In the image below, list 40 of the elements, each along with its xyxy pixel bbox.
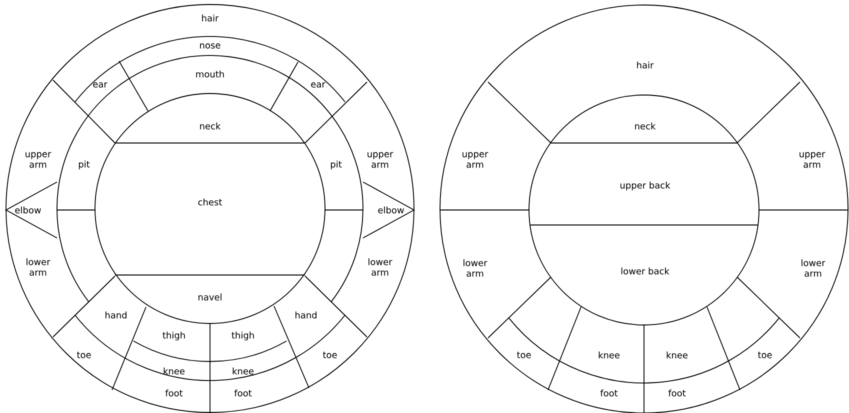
region-label: foot xyxy=(668,390,686,396)
region-label: foot xyxy=(234,390,252,396)
region-label: knee xyxy=(666,352,688,358)
region-label: lower arm xyxy=(26,258,50,276)
region-label: toe xyxy=(322,352,337,358)
region-label: neck xyxy=(200,122,221,130)
region-label: elbow xyxy=(378,206,404,214)
region-label: chest xyxy=(198,198,222,206)
region-label: knee xyxy=(598,352,620,358)
region-label: upper back xyxy=(620,182,670,190)
region-label: toe xyxy=(516,352,531,358)
region-label: ear xyxy=(311,82,326,88)
region-label: knee xyxy=(232,368,254,374)
region-label: pit xyxy=(330,160,342,170)
region-label: toe xyxy=(758,352,772,358)
region-label: foot xyxy=(165,390,183,396)
region-label: hand xyxy=(106,312,126,318)
region-label: toe xyxy=(76,352,91,358)
region-label: hand xyxy=(296,312,316,318)
region-label: nose xyxy=(200,43,220,49)
region-label: navel xyxy=(198,294,222,300)
region-label: ear xyxy=(93,82,108,88)
region-label: knee xyxy=(164,368,185,374)
region-label: elbow xyxy=(15,206,41,214)
region-label: lower back xyxy=(621,268,670,274)
region-label: lower arm xyxy=(464,259,488,277)
region-label: mouth xyxy=(196,70,224,78)
region-label: thigh xyxy=(162,332,185,340)
region-label: upper arm xyxy=(462,152,488,168)
region-label: foot xyxy=(600,390,618,396)
region-label: hair xyxy=(202,14,219,22)
region-label: neck xyxy=(635,122,656,130)
region-label: upper arm xyxy=(800,152,826,168)
region-label: pit xyxy=(78,160,90,170)
region-label: lower arm xyxy=(802,259,826,277)
region-label: upper arm xyxy=(368,152,394,168)
region-label: thigh xyxy=(232,332,254,340)
region-label: upper arm xyxy=(26,152,52,168)
region-label: hair xyxy=(637,62,654,68)
region-label: lower arm xyxy=(368,258,392,276)
